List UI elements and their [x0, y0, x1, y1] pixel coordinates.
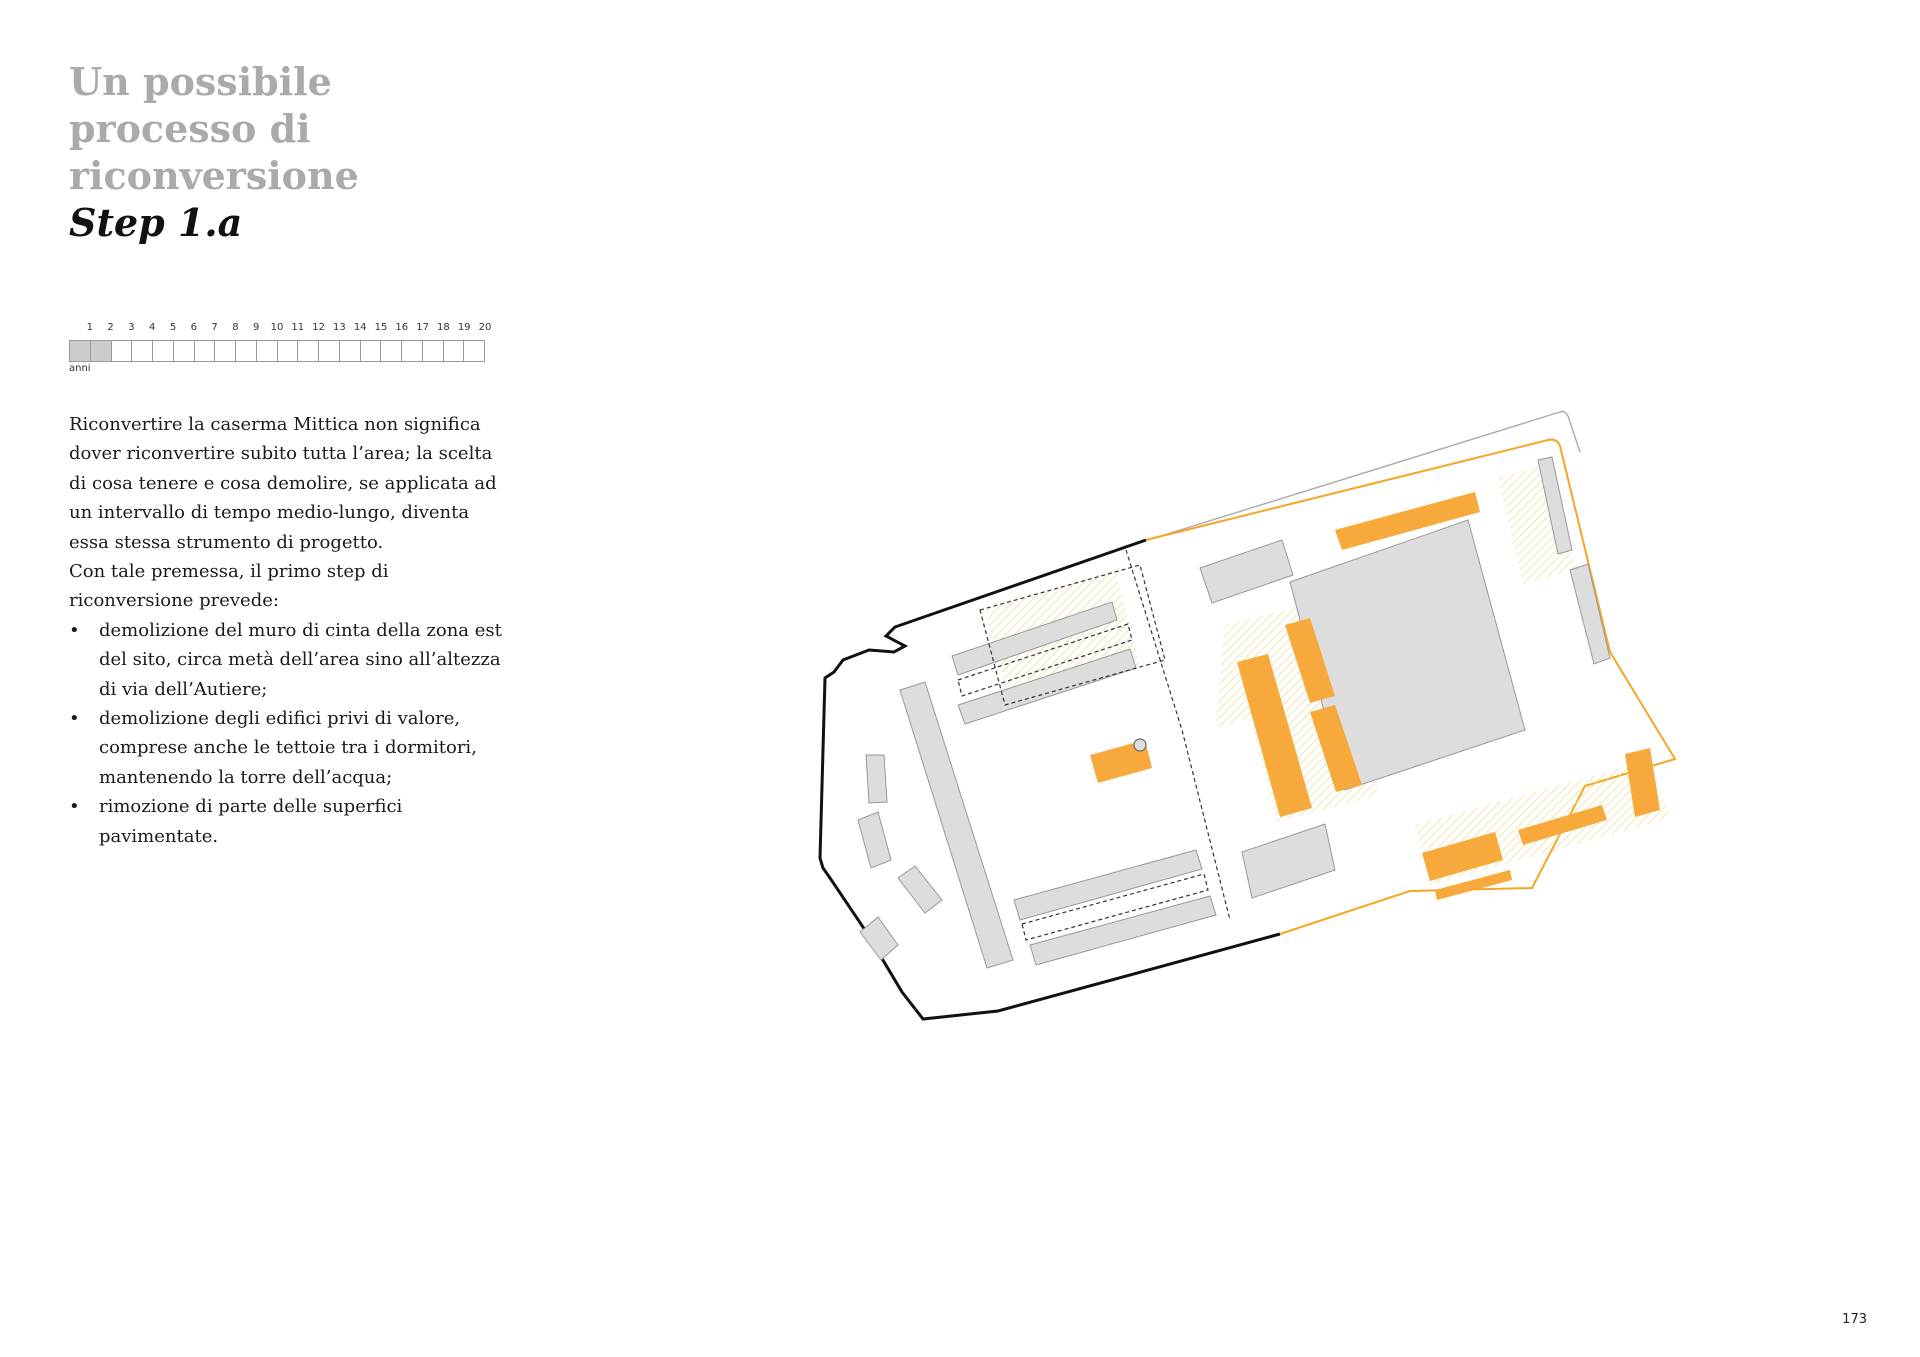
- timeline-year-7: 7: [211, 322, 218, 333]
- timeline-unit: anni: [69, 363, 91, 374]
- water-tower-icon: [1133, 738, 1147, 752]
- page-number: 173: [1842, 1312, 1867, 1327]
- building-south-west: [1241, 823, 1336, 899]
- title-block: Un possibile processo di riconversione S…: [69, 58, 569, 247]
- timeline-cell-11: [278, 341, 299, 361]
- timeline-year-10: 10: [270, 322, 284, 333]
- site-plan: [818, 410, 1677, 1021]
- title-line-3: riconversione: [69, 153, 359, 198]
- demolition-5: [1090, 740, 1152, 783]
- title-line-1: Un possibile: [69, 59, 332, 104]
- timeline-year-6: 6: [190, 322, 197, 333]
- paragraph-intro: Riconvertire la caserma Mittica non sign…: [69, 414, 497, 553]
- timeline-year-13: 13: [333, 322, 346, 333]
- bullet-list: demolizione del muro di cinta della zona…: [69, 616, 509, 851]
- timeline-year-12: 12: [312, 322, 325, 333]
- title-line-2: processo di: [69, 106, 311, 151]
- timeline-year-3: 3: [128, 322, 135, 333]
- timeline-cell-5: [153, 341, 174, 361]
- timeline-year-4: 4: [149, 322, 156, 333]
- body-text: Riconvertire la caserma Mittica non sign…: [69, 410, 509, 851]
- timeline-year-9: 9: [253, 322, 260, 333]
- demolition-8: [1625, 748, 1660, 817]
- demolition-1: [1237, 654, 1312, 817]
- timeline-year-14: 14: [353, 322, 367, 333]
- dormitory-4: [1029, 895, 1217, 966]
- timeline-cell-9: [236, 341, 257, 361]
- demolition-9: [1435, 870, 1512, 900]
- building-west-small-2: [857, 811, 892, 869]
- dormitory-3: [1013, 849, 1203, 921]
- canopy-1: [957, 623, 1133, 697]
- timeline-bar: [69, 340, 485, 362]
- demolition-buildings: [1090, 492, 1660, 900]
- building-west-long: [899, 681, 1014, 969]
- timeline-cell-18: [423, 341, 444, 361]
- timeline-cell-6: [174, 341, 195, 361]
- west-boundary-wall: [818, 538, 1281, 1021]
- demolition-6: [1422, 832, 1503, 881]
- building-west-small-1: [865, 754, 888, 804]
- demolition-7: [1518, 805, 1607, 845]
- timeline-cell-7: [195, 341, 216, 361]
- step-label: Step 1.a: [69, 200, 243, 245]
- timeline-cell-14: [340, 341, 361, 361]
- timeline-cell-2: [90, 341, 112, 361]
- demolition-2: [1285, 618, 1335, 703]
- timeline-cell-13: [319, 341, 340, 361]
- timeline-cell-10: [257, 341, 278, 361]
- timeline-cell-16: [381, 341, 402, 361]
- canopy-2: [1021, 873, 1209, 941]
- canopy-central: [979, 564, 1166, 706]
- demolition-3: [1310, 705, 1362, 792]
- dashed-canopies: [957, 549, 1231, 941]
- timeline-year-1: 1: [86, 322, 93, 333]
- bullet-item-1: demolizione del muro di cinta della zona…: [69, 616, 509, 704]
- timeline-year-17: 17: [416, 322, 429, 333]
- timeline-year-2: 2: [107, 322, 114, 333]
- timeline-cell-3: [112, 341, 133, 361]
- timeline-year-18: 18: [437, 322, 450, 333]
- timeline-year-16: 16: [395, 322, 409, 333]
- dormitory-1: [951, 601, 1118, 676]
- building-central-north: [1199, 539, 1294, 604]
- bullet-item-2: demolizione degli edifici privi di valor…: [69, 704, 509, 792]
- kept-buildings: [857, 456, 1611, 969]
- timeline-year-20: 20: [478, 322, 492, 333]
- timeline-year-11: 11: [291, 322, 305, 333]
- timeline-cell-19: [444, 341, 465, 361]
- building-east-strip: [1569, 563, 1611, 665]
- timeline-year-8: 8: [232, 322, 239, 333]
- timeline-cell-4: [132, 341, 153, 361]
- paragraph-premise: Con tale premessa, il primo step di rico…: [69, 561, 389, 612]
- demolition-4: [1335, 492, 1480, 550]
- building-west-small-4: [859, 916, 899, 961]
- timeline-year-19: 19: [457, 322, 471, 333]
- bullet-item-3: rimozione di parte delle superfici pavim…: [69, 792, 509, 851]
- timeline-cell-8: [215, 341, 236, 361]
- timeline-cell-20: [464, 341, 484, 361]
- timeline-cell-1: [70, 341, 91, 361]
- building-north-east-small: [1537, 456, 1573, 555]
- timeline-cell-15: [361, 341, 382, 361]
- site-outline: [1147, 410, 1581, 541]
- timeline-cell-17: [402, 341, 423, 361]
- timeline-year-15: 15: [374, 322, 388, 333]
- timeline-year-5: 5: [169, 322, 177, 333]
- building-west-small-3: [897, 865, 943, 914]
- timeline-cell-12: [298, 341, 319, 361]
